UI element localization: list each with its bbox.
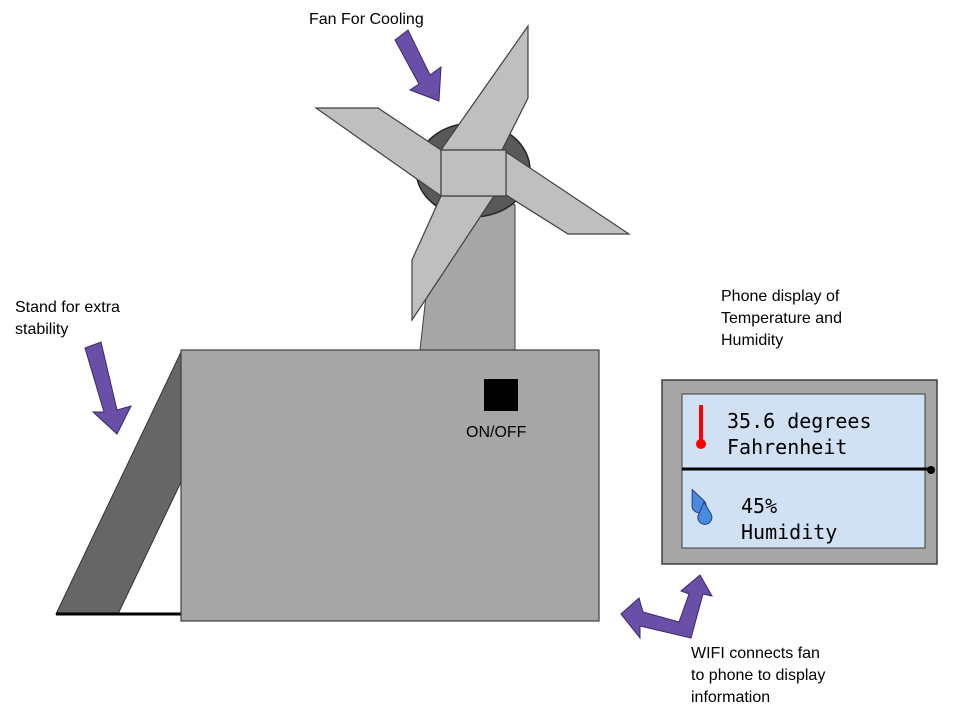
stand-label-line2: stability xyxy=(15,321,69,338)
fan-label: Fan For Cooling xyxy=(309,11,424,28)
on-off-label: ON/OFF xyxy=(466,424,527,441)
humidity-value: 45% xyxy=(741,494,778,518)
fan-center xyxy=(440,149,507,197)
thermometer-icon xyxy=(696,405,706,449)
stand-label-line1: Stand for extra xyxy=(15,299,120,316)
device-body xyxy=(180,349,600,622)
on-off-switch[interactable] xyxy=(484,379,518,411)
wifi-label-line3: information xyxy=(691,689,771,706)
humidity-label: Humidity xyxy=(741,520,838,544)
phone-label-line1: Phone display of xyxy=(721,288,840,305)
temperature-value: 35.6 degrees xyxy=(727,409,872,433)
wifi-arrow-icon xyxy=(620,574,713,640)
fan-blade-left xyxy=(314,107,442,198)
stand-arrow-icon xyxy=(84,341,132,435)
temperature-unit: Fahrenheit xyxy=(727,435,848,459)
phone-label-line3: Humidity xyxy=(721,332,784,349)
stand xyxy=(55,349,183,615)
fan-arrow-icon xyxy=(394,29,442,102)
wifi-label-line1: WIFI connects fan xyxy=(691,645,820,662)
phone-screen xyxy=(681,393,926,549)
phone-divider-dot xyxy=(927,466,935,474)
wifi-label-line2: to phone to display xyxy=(691,667,826,684)
droplets-icon xyxy=(691,488,713,525)
fan-blade-top-right xyxy=(439,24,529,151)
phone-label-line2: Temperature and xyxy=(721,310,842,327)
fan-blade-right xyxy=(505,150,631,235)
